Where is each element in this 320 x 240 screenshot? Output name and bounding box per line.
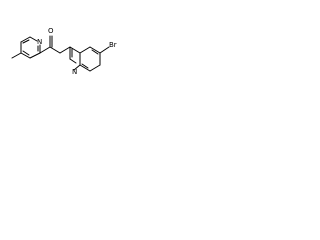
quinoline-ring-system — [69, 46, 110, 72]
bromine-atom-label: Br — [109, 41, 117, 49]
methylene-to-quinoline-bond — [59, 46, 71, 54]
quinoline-double-bond-2 — [91, 49, 99, 55]
chemical-structure-diagram: O N N Br — [11, 27, 117, 76]
quinoline-bond-9 — [79, 64, 91, 72]
quinoline-bond-10 — [73, 64, 81, 71]
quinoline-bond-1 — [69, 46, 81, 54]
pyridine-double-bond-1 — [22, 50, 30, 56]
quinoline-nitrogen-atom-label: N — [72, 68, 77, 76]
pyridine-nitrogen-atom-label: N — [37, 38, 42, 46]
ring-to-carbonyl-bond — [39, 46, 51, 54]
ketone-linker — [39, 35, 71, 54]
quinoline-bond-3 — [69, 58, 77, 64]
quinoline-bond-6 — [89, 46, 101, 54]
pyridine-bond-3 — [20, 52, 31, 59]
pyridine-bond-4 — [29, 52, 41, 59]
methyl-bond — [11, 52, 22, 59]
quinoline-bond-5 — [79, 46, 91, 54]
pyridine-bond-1 — [20, 36, 31, 43]
bromine-bond — [99, 46, 110, 54]
quinoline-double-bond-3 — [81, 63, 89, 69]
pyridine-bond-5 — [29, 36, 38, 42]
pyridine-double-bond-2 — [22, 39, 30, 44]
quinoline-bond-8 — [89, 64, 101, 72]
oxygen-atom-label: O — [48, 27, 54, 35]
pyridine-ring — [11, 36, 41, 59]
carbonyl-to-methylene-bond — [49, 46, 61, 54]
